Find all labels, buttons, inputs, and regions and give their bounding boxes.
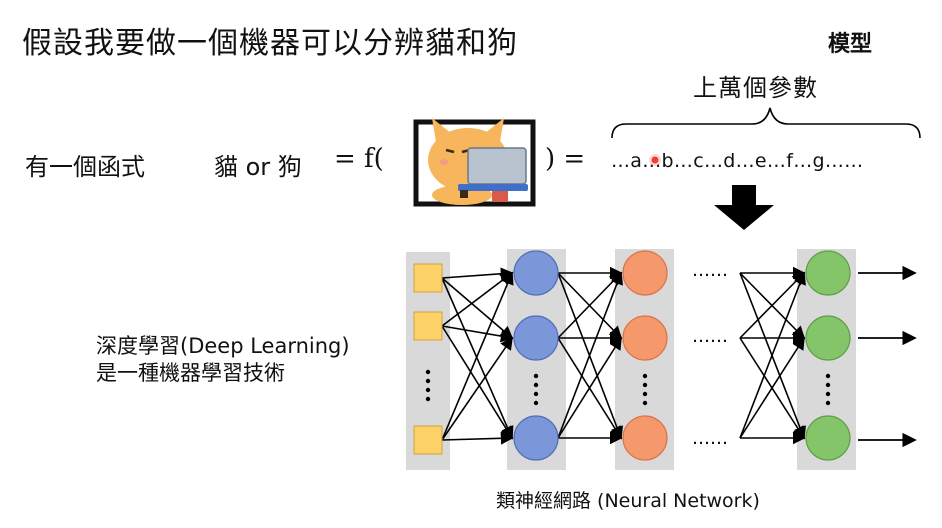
- connection-arrow: [441, 325, 513, 440]
- connection-arrow: [557, 271, 623, 339]
- vertical-ellipsis-dot: [425, 387, 431, 393]
- connection-arrow: [557, 336, 622, 439]
- vertical-ellipses: [425, 369, 831, 406]
- hidden-node-layer1: [513, 415, 559, 461]
- deep-learning-line2: 是一種機器學習技術: [96, 361, 285, 385]
- connection-arrow: [739, 271, 806, 339]
- function-open: = f(: [334, 144, 384, 174]
- input-node: [413, 263, 443, 293]
- cat-with-laptop-icon: [413, 118, 536, 207]
- output-node: [805, 315, 851, 361]
- vertical-ellipsis-dot: [533, 373, 539, 379]
- hidden-node-layer2: [622, 250, 668, 296]
- connection-arrow: [739, 336, 805, 439]
- vertical-ellipsis-dot: [533, 391, 539, 397]
- parameter-list: …a…b…c…d…e…f…g……: [611, 150, 864, 172]
- vertical-ellipsis-dot: [425, 396, 431, 402]
- network-nodes: [413, 250, 851, 461]
- vertical-ellipsis-dot: [425, 378, 431, 384]
- connection-arrow: [739, 271, 806, 439]
- deep-learning-line1: 深度學習(Deep Learning): [96, 334, 350, 358]
- layer-ellipsis: ……: [692, 428, 728, 449]
- parameter-brace: [611, 107, 921, 139]
- function-output: 貓 or 狗: [214, 153, 302, 181]
- output-node: [805, 415, 851, 461]
- vertical-ellipsis-dot: [642, 382, 648, 388]
- vertical-ellipsis-dot: [642, 400, 648, 406]
- connection-arrow: [557, 271, 623, 439]
- connection-arrow: [441, 325, 514, 343]
- model-label: 模型: [828, 32, 873, 57]
- network-caption: 類神經網路 (Neural Network): [496, 490, 760, 512]
- vertical-ellipsis-dot: [825, 391, 831, 397]
- network-connections: [441, 266, 806, 445]
- vertical-ellipsis-dot: [825, 400, 831, 406]
- connection-arrow: [441, 272, 514, 327]
- page-title: 假設我要做一個機器可以分辨貓和狗: [22, 26, 518, 61]
- vertical-ellipsis-dot: [642, 373, 648, 379]
- function-close: ) =: [545, 144, 586, 174]
- layer-ellipsis: ……: [692, 260, 728, 281]
- vertical-ellipsis-dot: [825, 382, 831, 388]
- connection-arrow: [441, 431, 514, 445]
- connection-arrow: [441, 267, 514, 281]
- vertical-ellipsis-dot: [825, 373, 831, 379]
- function-label: 有一個函式: [25, 153, 145, 181]
- hidden-node-layer1: [513, 250, 559, 296]
- hidden-node-layer1: [513, 315, 559, 361]
- output-node: [805, 250, 851, 296]
- input-node: [413, 425, 443, 455]
- input-node: [413, 311, 443, 341]
- hidden-node-layer2: [622, 415, 668, 461]
- down-arrow-icon: [714, 185, 774, 230]
- vertical-ellipsis-dot: [533, 400, 539, 406]
- connection-arrow: [441, 277, 514, 340]
- layer-ellipsis: ……: [692, 326, 728, 347]
- connection-arrow: [441, 271, 514, 441]
- vertical-ellipsis-dot: [533, 382, 539, 388]
- vertical-ellipsis-dot: [425, 369, 431, 375]
- hidden-node-layer2: [622, 315, 668, 361]
- connection-arrow: [441, 336, 513, 441]
- vertical-ellipsis-dot: [642, 391, 648, 397]
- param-count-label: 上萬個參數: [693, 74, 818, 102]
- highlight-dot: [651, 156, 659, 164]
